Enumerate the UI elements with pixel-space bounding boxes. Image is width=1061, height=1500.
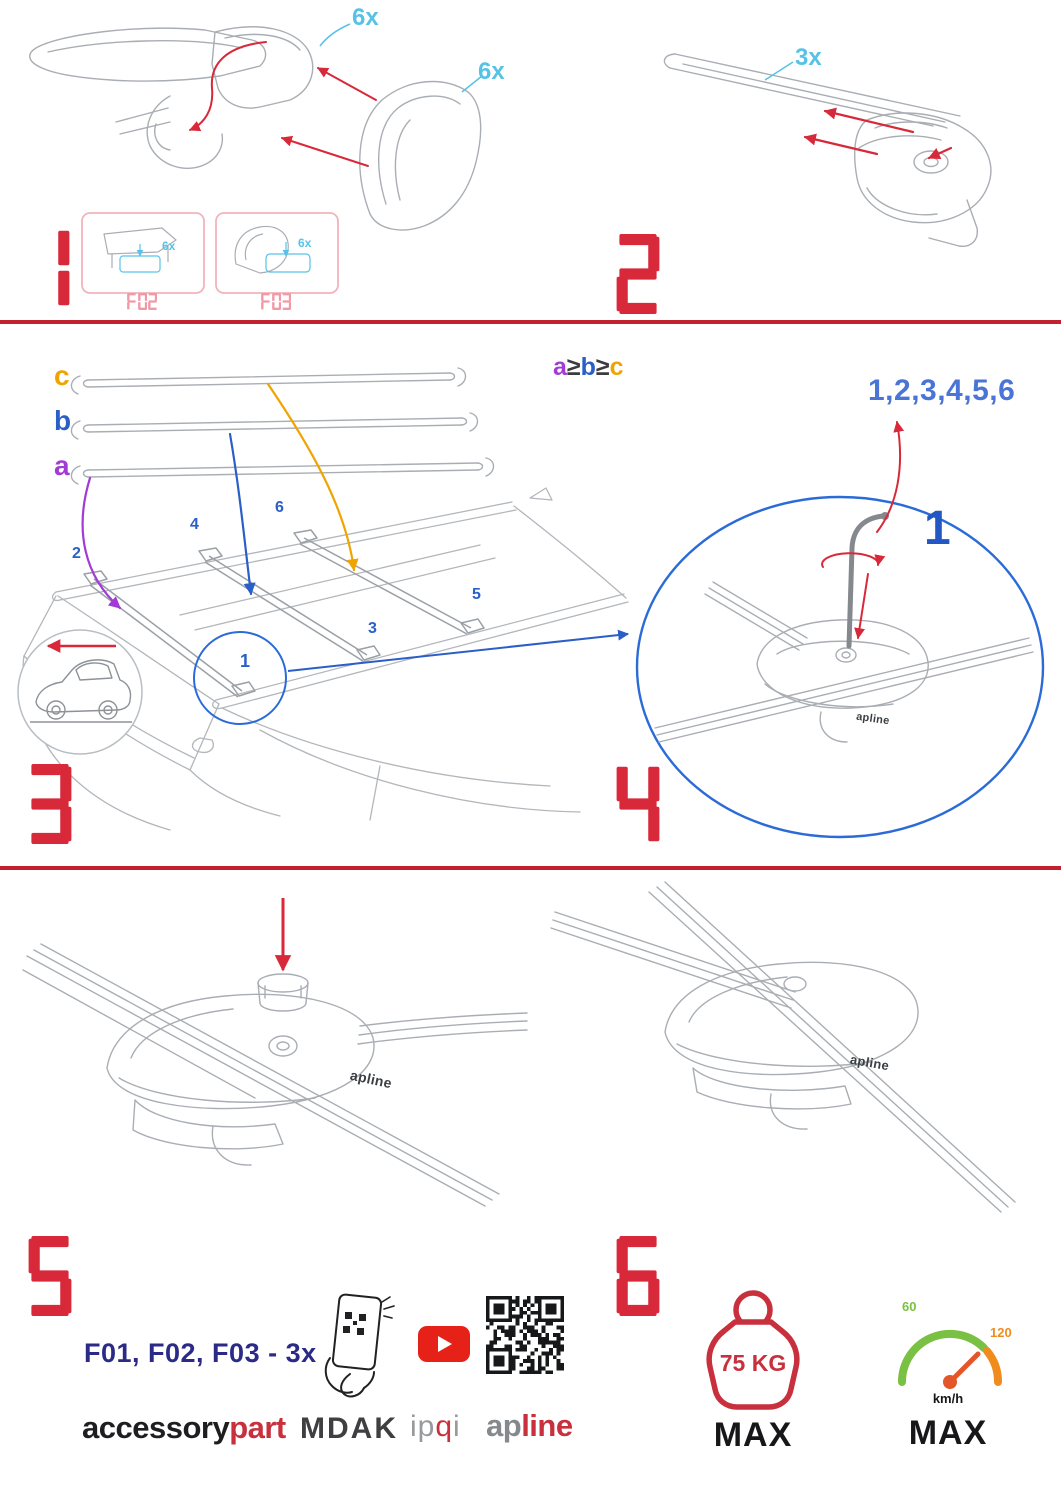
roof-position-3: 3 [368, 620, 377, 637]
roof-position-5: 5 [472, 586, 481, 603]
bar-label-b: b [54, 405, 72, 436]
weight-limit-icon [706, 1290, 800, 1410]
qty-label-inset-2: 6x [298, 236, 312, 250]
first-position-callout: 1 [924, 502, 951, 555]
bar-label-c: c [54, 360, 70, 391]
speed-unit: km/h [932, 1391, 964, 1406]
qty-label-crossbar: 3x [795, 44, 822, 71]
bar-label-a: a [54, 450, 70, 481]
bars-roof-overview-diagram [17, 367, 630, 831]
part-code-f03 [261, 293, 292, 310]
youtube-icon [418, 1326, 470, 1362]
tightening-sequence: 1,2,3,4,5,6 [868, 374, 1016, 407]
section-divider-1 [0, 320, 1061, 324]
speed-low-label: 60 [902, 1299, 917, 1314]
roof-position-1: 1 [240, 651, 251, 671]
brand-mdak: MDAK [300, 1412, 398, 1445]
qty-label-endcap-top: 6x [352, 4, 379, 31]
qty-label-inset-1: 6x [162, 239, 176, 253]
section-divider-2 [0, 866, 1061, 870]
step-5-number [28, 1236, 72, 1316]
crossbar-foot-diagram [663, 53, 992, 247]
phone-scan-icon [324, 1293, 395, 1398]
torque-zoom-diagram [635, 420, 1045, 839]
roof-position-4: 4 [190, 516, 199, 533]
max-speed-label: MAX [908, 1414, 988, 1452]
qty-label-endcap-right: 6x [478, 58, 505, 85]
roof-position-6: 6 [275, 499, 284, 516]
parts-summary: F01, F02, F03 - 3x [84, 1338, 317, 1368]
step-3-number [28, 764, 72, 844]
step-6-number [616, 1236, 660, 1316]
roof-position-2: 2 [72, 545, 81, 562]
qr-code [486, 1296, 564, 1374]
endcap-assembly-diagram [29, 23, 483, 294]
step-4-number [616, 764, 660, 844]
brand-apline: apline [486, 1408, 573, 1443]
max-load-value: 75 KG [719, 1350, 787, 1376]
brand-ipqi: ipqi [410, 1410, 461, 1443]
step-1-number [26, 228, 70, 308]
assembled-foot-diagram [550, 881, 1016, 1213]
bar-length-rule: a≥b≥c [553, 353, 624, 381]
part-code-f02 [127, 293, 158, 310]
brand-accessorypart: accessorypart [82, 1410, 286, 1445]
max-load-label: MAX [713, 1416, 793, 1454]
speed-high-label: 120 [990, 1325, 1012, 1340]
step-2-number [616, 234, 660, 314]
speed-limit-icon [897, 1329, 1003, 1389]
knob-press-diagram [22, 898, 528, 1207]
